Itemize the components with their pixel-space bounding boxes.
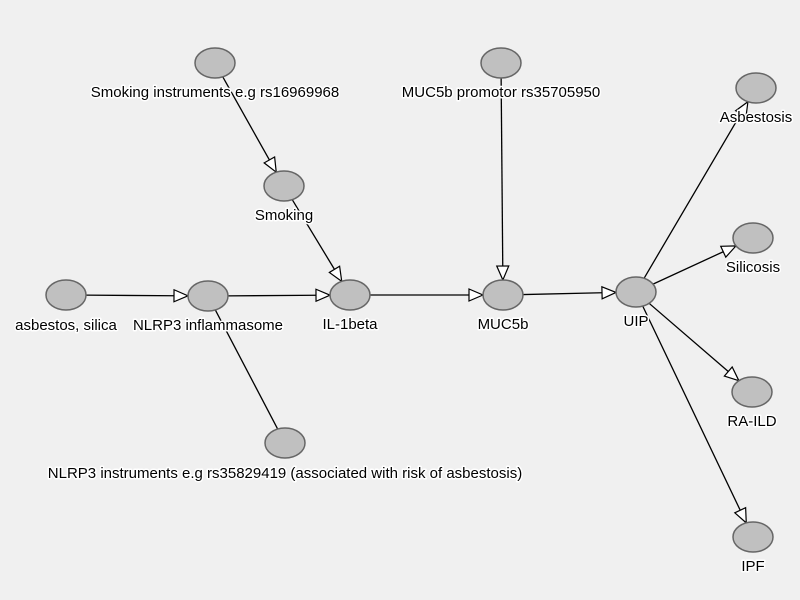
edge-il1beta-to-muc5b xyxy=(370,288,485,302)
arrowhead-icon xyxy=(468,288,485,302)
node-smoking[interactable] xyxy=(263,170,305,202)
edge-uip-to-asbestosis xyxy=(643,100,749,279)
node-label-nlrp3_instr: NLRP3 instruments e.g rs35829419 (associ… xyxy=(48,465,522,482)
node-silicosis[interactable] xyxy=(732,222,774,254)
edge-line xyxy=(214,309,279,430)
node-asbestosis[interactable] xyxy=(735,72,777,104)
arrowhead-icon xyxy=(315,288,332,303)
arrowhead-icon xyxy=(495,265,510,282)
edge-line xyxy=(642,305,741,511)
arrowhead-icon xyxy=(723,365,741,382)
edge-muc5b-to-uip xyxy=(522,285,618,300)
edge-line xyxy=(648,302,729,373)
node-label-uip: UIP xyxy=(623,313,648,330)
edge-uip-to-ra_ild xyxy=(648,302,741,382)
edge-line xyxy=(643,113,742,279)
node-nlrp3[interactable] xyxy=(187,280,229,312)
node-smoking_instr[interactable] xyxy=(194,47,236,79)
node-label-ipf: IPF xyxy=(741,558,764,575)
edge-line xyxy=(227,294,317,297)
edge-line xyxy=(291,199,336,270)
edge-line xyxy=(522,292,603,296)
edge-nlrp3_instr-to-nlrp3 xyxy=(214,309,279,430)
node-label-smoking_instr: Smoking instruments e.g rs16969968 xyxy=(91,84,339,101)
edge-uip-to-ipf xyxy=(642,305,747,525)
arrowhead-icon xyxy=(173,288,190,303)
node-muc5b_promotor[interactable] xyxy=(480,47,522,79)
arrowhead-icon xyxy=(733,506,747,525)
node-asbestos_silica[interactable] xyxy=(45,279,87,311)
node-ra_ild[interactable] xyxy=(731,376,773,408)
edge-uip-to-silicosis xyxy=(652,245,738,285)
node-label-nlrp3: NLRP3 inflammasome xyxy=(133,317,283,334)
node-uip[interactable] xyxy=(615,276,657,308)
node-label-il1beta: IL-1beta xyxy=(322,316,378,333)
node-label-silicosis: Silicosis xyxy=(726,259,780,276)
node-il1beta[interactable] xyxy=(329,279,371,311)
arrowhead-icon xyxy=(719,245,738,259)
node-nlrp3_instr[interactable] xyxy=(264,427,306,459)
edge-asbestos_silica-to-nlrp3 xyxy=(85,288,190,303)
arrowhead-icon xyxy=(734,100,749,118)
arrowhead-icon xyxy=(601,285,618,300)
edge-muc5b_promotor-to-muc5b xyxy=(495,77,510,282)
edge-line xyxy=(85,294,175,297)
edge-line xyxy=(222,76,270,161)
edges-layer xyxy=(85,76,749,525)
node-label-smoking: Smoking xyxy=(255,207,313,224)
arrowhead-icon xyxy=(263,156,277,174)
edge-line xyxy=(652,251,724,285)
node-label-muc5b: MUC5b xyxy=(478,316,529,333)
node-label-ra_ild: RA-ILD xyxy=(727,413,776,430)
node-muc5b[interactable] xyxy=(482,279,524,311)
node-label-muc5b_promotor: MUC5b promotor rs35705950 xyxy=(402,84,600,101)
node-ipf[interactable] xyxy=(732,521,774,553)
node-label-asbestosis: Asbestosis xyxy=(720,109,793,126)
nodes-layer xyxy=(45,47,777,553)
node-label-asbestos_silica: asbestos, silica xyxy=(15,317,117,334)
edge-line xyxy=(500,77,504,267)
edge-smoking-to-il1beta xyxy=(291,199,343,283)
arrowhead-icon xyxy=(328,265,343,283)
labels-layer: Smoking instruments e.g rs16969968 MUC5b … xyxy=(14,83,794,577)
edge-smoking_instr-to-smoking xyxy=(222,76,277,174)
edge-nlrp3-to-il1beta xyxy=(227,288,332,303)
